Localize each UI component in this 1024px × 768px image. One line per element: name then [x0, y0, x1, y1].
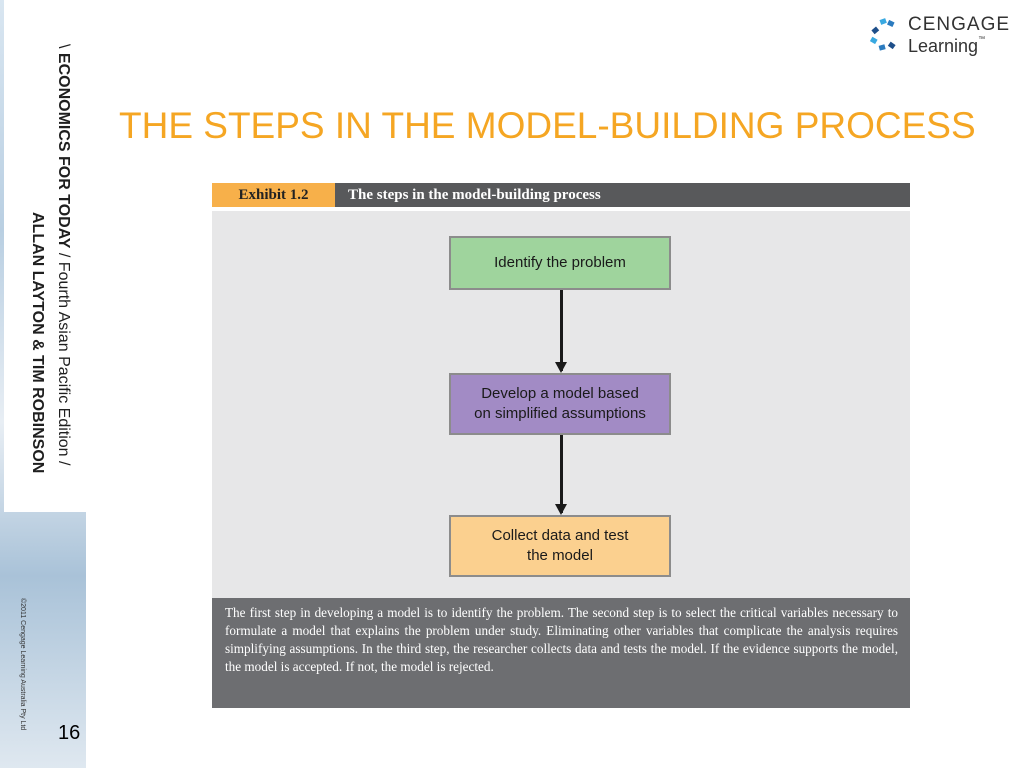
exhibit-header: Exhibit 1.2 The steps in the model-build… [212, 183, 910, 207]
slide-title: THE STEPS IN THE MODEL-BUILDING PROCESS [119, 105, 976, 146]
book-title-prefix: \ [55, 44, 72, 53]
cengage-logo-icon [869, 18, 896, 51]
book-title-edition: / Fourth Asian Pacific Edition / [55, 248, 72, 466]
sidebar: \ ECONOMICS FOR TODAY / Fourth Asian Pac… [0, 0, 90, 768]
logo-trademark: ™ [978, 36, 986, 43]
step-label: Identify the problem [494, 254, 626, 271]
exhibit-number: Exhibit 1.2 [212, 183, 335, 207]
page-number: 16 [58, 722, 81, 744]
exhibit-description: The first step in developing a model is … [212, 598, 910, 708]
logo-wordmark-top: CENGAGE [908, 14, 1011, 35]
header-separator [212, 207, 910, 211]
step-develop-model: Develop a model based on simplified assu… [449, 373, 671, 435]
step-identify-problem: Identify the problem [449, 236, 671, 290]
sidebar-panel [4, 0, 90, 512]
sidebar-divider [86, 0, 90, 768]
book-title: \ ECONOMICS FOR TODAY / Fourth Asian Pac… [54, 44, 72, 465]
book-authors: ALLAN LAYTON & TIM ROBINSON [29, 212, 46, 474]
copyright-notice: ©2011 Cengage Learning Australia Pty Ltd [19, 598, 26, 731]
arrow-down-icon [555, 290, 567, 373]
logo-wordmark-bottom: Learning™ [908, 36, 985, 57]
logo-wordmark-text: Learning [908, 36, 979, 56]
cengage-logo: CENGAGE Learning™ [866, 14, 1016, 64]
arrow-down-icon [555, 435, 567, 515]
book-title-main: ECONOMICS FOR TODAY [55, 52, 72, 249]
exhibit-figure: Exhibit 1.2 The steps in the model-build… [212, 183, 910, 708]
exhibit-caption: The steps in the model-building process [348, 187, 601, 203]
step-collect-data: Collect data and test the model [449, 515, 671, 577]
step-label: Collect data and test the model [491, 527, 629, 564]
step-label: Develop a model based on simplified assu… [474, 385, 646, 422]
